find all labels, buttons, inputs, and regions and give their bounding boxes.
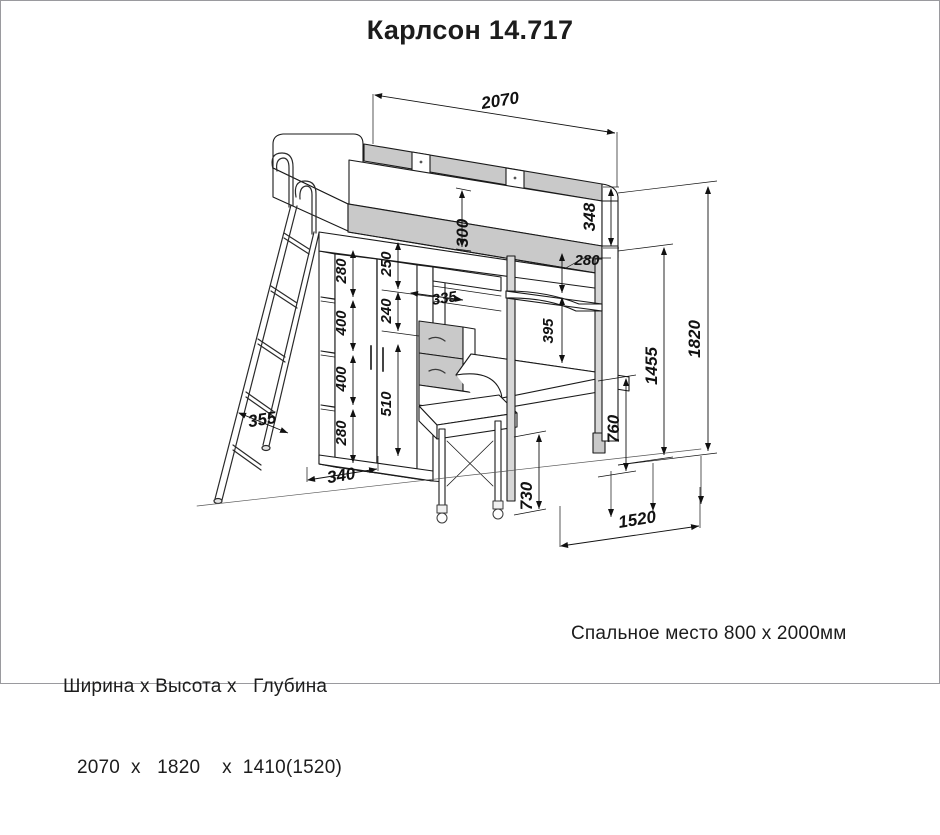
dim-730 — [513, 430, 547, 516]
dim-label-395: 395 — [540, 318, 557, 344]
dim-355 — [238, 412, 289, 434]
dim-335 — [410, 290, 464, 302]
drawing-page: Карлсон 14.717 — [0, 0, 940, 778]
dim-300 — [455, 187, 472, 252]
page-title: Карлсон 14.717 — [366, 15, 574, 45]
dimension-lines — [238, 93, 718, 548]
wardrobe — [318, 250, 457, 482]
dim-label-240: 240 — [378, 298, 395, 325]
dim-label-280-right: 280 — [573, 252, 600, 269]
dim-label-250: 250 — [378, 251, 395, 278]
upper-right-shelf — [505, 290, 603, 312]
dim-label-400-b: 400 — [333, 366, 350, 393]
dim-1820 — [617, 180, 718, 466]
bed-headboard — [272, 133, 364, 232]
dim-280-right — [559, 253, 611, 293]
ladder — [213, 152, 320, 505]
sleeping-place-note: Спальное место 800 х 2000мм — [571, 623, 847, 644]
dim-label-300: 300 — [453, 218, 472, 247]
furniture-illustration — [196, 133, 702, 524]
dim-label-510: 510 — [378, 391, 395, 417]
dim-label-280-b: 280 — [333, 420, 350, 447]
dim-label-2070: 2070 — [479, 88, 521, 113]
dim-348 — [603, 186, 619, 249]
dim-label-1455: 1455 — [642, 347, 661, 385]
dim-label-348: 348 — [580, 202, 599, 231]
overall-size-labels: Ширина х Высота х Глубина — [63, 676, 328, 697]
overall-size-note: Ширина х Высота х Глубина 2070 х 1820 х … — [63, 619, 342, 835]
dim-label-335: 335 — [431, 288, 459, 309]
overall-size-values: 2070 х 1820 х 1410(1520) — [77, 757, 342, 778]
dim-label-1520: 1520 — [617, 507, 658, 532]
dim-2070 — [372, 93, 618, 187]
dim-label-355: 355 — [247, 408, 279, 431]
dim-1520 — [559, 456, 704, 548]
dim-label-280-a: 280 — [333, 258, 350, 285]
dim-label-1820: 1820 — [685, 320, 704, 358]
dimension-text-group: 2070 348 300 280 400 400 280 250 240 510… — [247, 88, 704, 532]
dim-340 — [306, 456, 379, 482]
dim-760 — [597, 374, 637, 478]
technical-drawing-canvas: 2070 348 300 280 400 400 280 250 240 510… — [1, 1, 940, 685]
dim-label-400-a: 400 — [333, 310, 350, 337]
right-side-panel — [601, 245, 619, 442]
dim-label-760: 760 — [604, 414, 623, 443]
ground-reference-lines — [196, 448, 702, 507]
dim-label-340: 340 — [326, 464, 358, 487]
dim-label-730: 730 — [517, 481, 536, 510]
